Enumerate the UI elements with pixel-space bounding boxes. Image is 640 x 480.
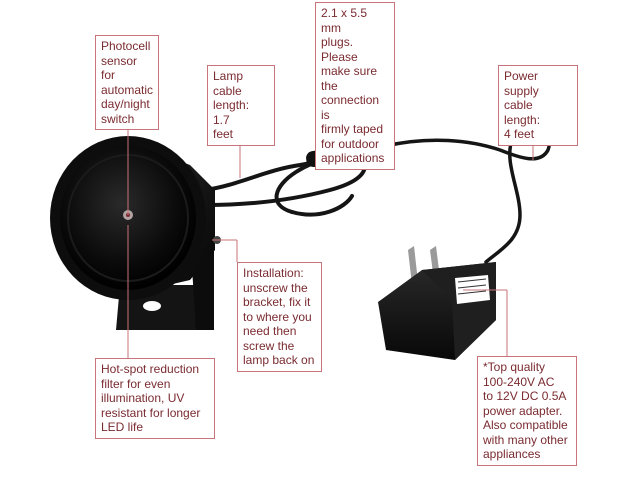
callout-installation: Installation: unscrew the bracket, fix i…: [237, 262, 322, 372]
callout-adapter: *Top quality 100-240V AC to 12V DC 0.5A …: [477, 356, 577, 466]
callout-power-cable: Power supply cable length: 4 feet: [498, 65, 578, 146]
power-supply-cable: [383, 127, 551, 264]
power-adapter: [378, 246, 496, 360]
callout-plugs: 2.1 x 5.5 mm plugs. Please make sure the…: [315, 2, 395, 170]
ir-lamp: [50, 136, 221, 300]
callout-photocell: Photocell sensor for automatic day/night…: [95, 35, 159, 130]
callout-filter: Hot-spot reduction filter for even illum…: [95, 358, 215, 439]
callout-lamp-cable: Lamp cable length: 1.7 feet: [207, 65, 275, 146]
